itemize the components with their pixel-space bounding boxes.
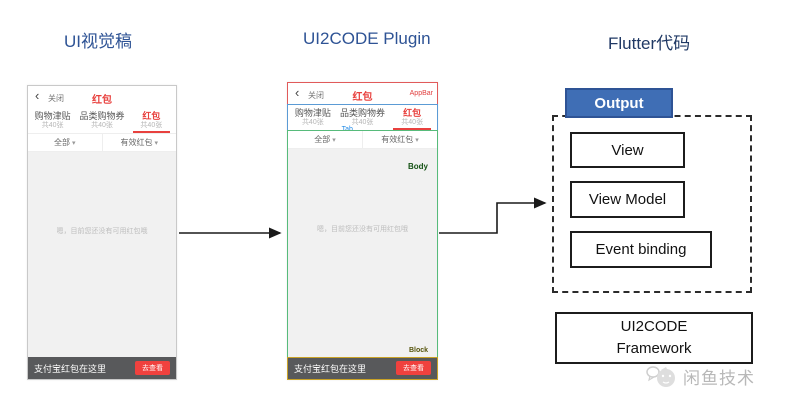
tab-count: 共40张: [91, 122, 113, 129]
back-icon[interactable]: ‹: [35, 88, 40, 103]
tab-category-coupon[interactable]: 品类购物券 共40张: [77, 108, 126, 133]
phone-body: 嗯，目前您还没有可用红包哦: [28, 152, 176, 357]
tab-label: 购物津贴: [294, 108, 331, 118]
filter-valid-dropdown[interactable]: 有效红包▾: [101, 134, 177, 151]
filter-all-dropdown[interactable]: 全部▾: [288, 131, 362, 148]
filter-label: 全部: [314, 135, 331, 144]
filter-label: 有效红包: [120, 138, 153, 147]
banner-text: 支付宝红包在这里: [294, 363, 367, 374]
logo-text: 闲鱼技术: [683, 368, 755, 388]
tab-category-coupon[interactable]: 品类购物券 共40张: [338, 105, 388, 130]
arrow-plugin-to-output: [439, 197, 547, 234]
caret-down-icon: ▾: [71, 140, 76, 147]
bottom-banner: 支付宝红包在这里 去查看: [28, 357, 176, 379]
title-flutter-code: Flutter代码: [608, 34, 691, 53]
tab-shopping-subsidy[interactable]: 购物津贴 共40张: [288, 105, 338, 130]
event-binding-box: Event binding: [570, 231, 712, 268]
framework-line1: UI2CODE: [620, 318, 688, 335]
filter-label: 有效红包: [381, 135, 414, 144]
tab-count: 共40张: [351, 119, 374, 126]
tab-red-packet[interactable]: 红包 共40张: [387, 105, 437, 130]
close-button[interactable]: 关闭: [48, 94, 64, 103]
filter-label: 全部: [53, 138, 70, 147]
caret-down-icon: ▾: [332, 137, 336, 144]
caret-down-icon: ▾: [154, 140, 158, 147]
framework-line2: Framework: [616, 340, 692, 357]
filter-bar: 全部▾ 有效红包▾: [288, 131, 437, 149]
phone-header: ‹ 关闭 红包: [288, 83, 437, 105]
phone-mockup-original: ‹ 关闭 红包 购物津贴 共40张 品类购物券 共40张 红包 共40张 全部▾: [27, 85, 177, 380]
view-model-box: View Model: [570, 181, 685, 218]
title-ui-mockup: UI视觉稿: [64, 32, 132, 51]
tab-label: 红包: [403, 108, 422, 118]
tab-count: 共40张: [140, 122, 163, 129]
fish-mascot-icon: [646, 366, 675, 387]
page-title: 红包: [92, 95, 112, 106]
go-view-button[interactable]: 去查看: [396, 361, 431, 375]
output-box: Output: [565, 88, 673, 118]
tab-count: 共40张: [41, 122, 64, 129]
filter-bar: 全部▾ 有效红包▾: [28, 134, 176, 152]
empty-state-text: 嗯，目前您还没有可用红包哦: [56, 227, 148, 235]
back-icon[interactable]: ‹: [295, 85, 300, 100]
title-ui2code-plugin: UI2CODE Plugin: [303, 29, 431, 48]
phone-mockup-annotated: ‹ 关闭 红包 购物津贴 共40张 品类购物券 共40张 红包 共40张 全部▾: [287, 82, 438, 380]
filter-all-dropdown[interactable]: 全部▾: [28, 134, 102, 151]
tab-label: 购物津贴: [34, 111, 71, 121]
tab-shopping-subsidy[interactable]: 购物津贴 共40张: [28, 108, 77, 133]
phone-body: 嗯，目前您还没有可用红包哦: [288, 149, 437, 357]
bottom-banner: 支付宝红包在这里 去查看: [288, 357, 437, 379]
page-title: 红包: [352, 92, 373, 103]
tab-bar: 购物津贴 共40张 品类购物券 共40张 红包 共40张: [288, 105, 437, 131]
go-view-button[interactable]: 去查看: [135, 361, 170, 375]
ui2code-framework-box: UI2CODE Framework: [555, 312, 753, 364]
tab-red-packet[interactable]: 红包 共40张: [127, 108, 176, 133]
xianyu-tech-logo: 闲鱼技术: [645, 362, 755, 390]
close-button[interactable]: 关闭: [308, 91, 324, 100]
banner-text: 支付宝红包在这里: [34, 363, 107, 374]
caret-down-icon: ▾: [415, 137, 419, 144]
empty-state-text: 嗯，目前您还没有可用红包哦: [317, 225, 408, 233]
tab-label: 品类购物券: [340, 108, 386, 118]
tab-label: 红包: [142, 111, 161, 121]
tab-count: 共40张: [301, 119, 324, 126]
view-box: View: [570, 132, 685, 168]
tab-bar: 购物津贴 共40张 品类购物券 共40张 红包 共40张: [28, 108, 176, 134]
phone-header: ‹ 关闭 红包: [28, 86, 176, 108]
tab-label: 品类购物券: [79, 111, 125, 121]
filter-valid-dropdown[interactable]: 有效红包▾: [362, 131, 437, 148]
tab-count: 共40张: [401, 119, 424, 126]
